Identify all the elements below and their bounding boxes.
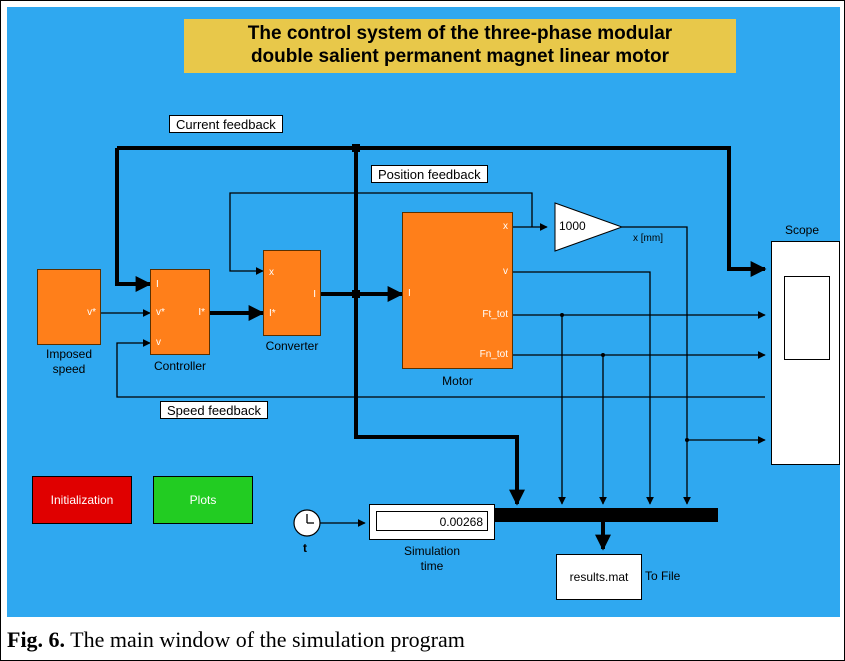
converter-block[interactable]: x I* I — [263, 250, 321, 336]
scope-screen — [784, 276, 830, 360]
simulation-time-value: 0.00268 — [376, 511, 488, 531]
simulation-time-label: Simulation time — [403, 544, 461, 573]
controller-label: Controller — [153, 359, 207, 373]
diagram-title: The control system of the three-phase mo… — [184, 19, 736, 73]
gain-value[interactable]: 1000 — [559, 219, 586, 233]
clock-label: t — [303, 541, 307, 555]
simulation-time-display[interactable]: 0.00268 — [369, 504, 495, 540]
controller-block[interactable]: I v* v I* — [150, 269, 210, 355]
initialization-button[interactable]: Initialization — [32, 476, 132, 524]
current-to-mux-line — [354, 294, 525, 506]
to-file-block[interactable]: results.mat — [556, 554, 642, 600]
imposed-speed-port-out: v* — [87, 307, 96, 318]
current-feedback-label: Current feedback — [169, 115, 283, 133]
position-feedback-label: Position feedback — [371, 165, 488, 183]
imposed-speed-block[interactable]: v* — [37, 269, 101, 345]
plots-button[interactable]: Plots — [153, 476, 253, 524]
speed-feedback-label: Speed feedback — [160, 401, 268, 419]
motor-block[interactable]: I x v Ft_tot Fn_tot — [402, 212, 513, 369]
figure-number: Fig. 6. — [7, 627, 66, 652]
simulink-canvas: The control system of the three-phase mo… — [7, 7, 840, 617]
motor-label: Motor — [442, 374, 473, 388]
signal-lines — [101, 144, 767, 551]
speed-output-line — [513, 271, 654, 505]
figure-caption-text: The main window of the simulation progra… — [70, 627, 465, 652]
speed-feedback-line — [116, 339, 765, 398]
converter-label: Converter — [265, 339, 319, 353]
scope-label: Scope — [785, 223, 820, 237]
imposed-speed-label: Imposed speed — [45, 347, 93, 376]
gain-output-label: x [mm] — [633, 233, 663, 244]
figure-caption: Fig. 6. The main window of the simulatio… — [7, 627, 465, 653]
to-file-label: To File — [645, 569, 681, 583]
mux-bar — [492, 508, 718, 522]
scope-block[interactable] — [771, 241, 840, 465]
